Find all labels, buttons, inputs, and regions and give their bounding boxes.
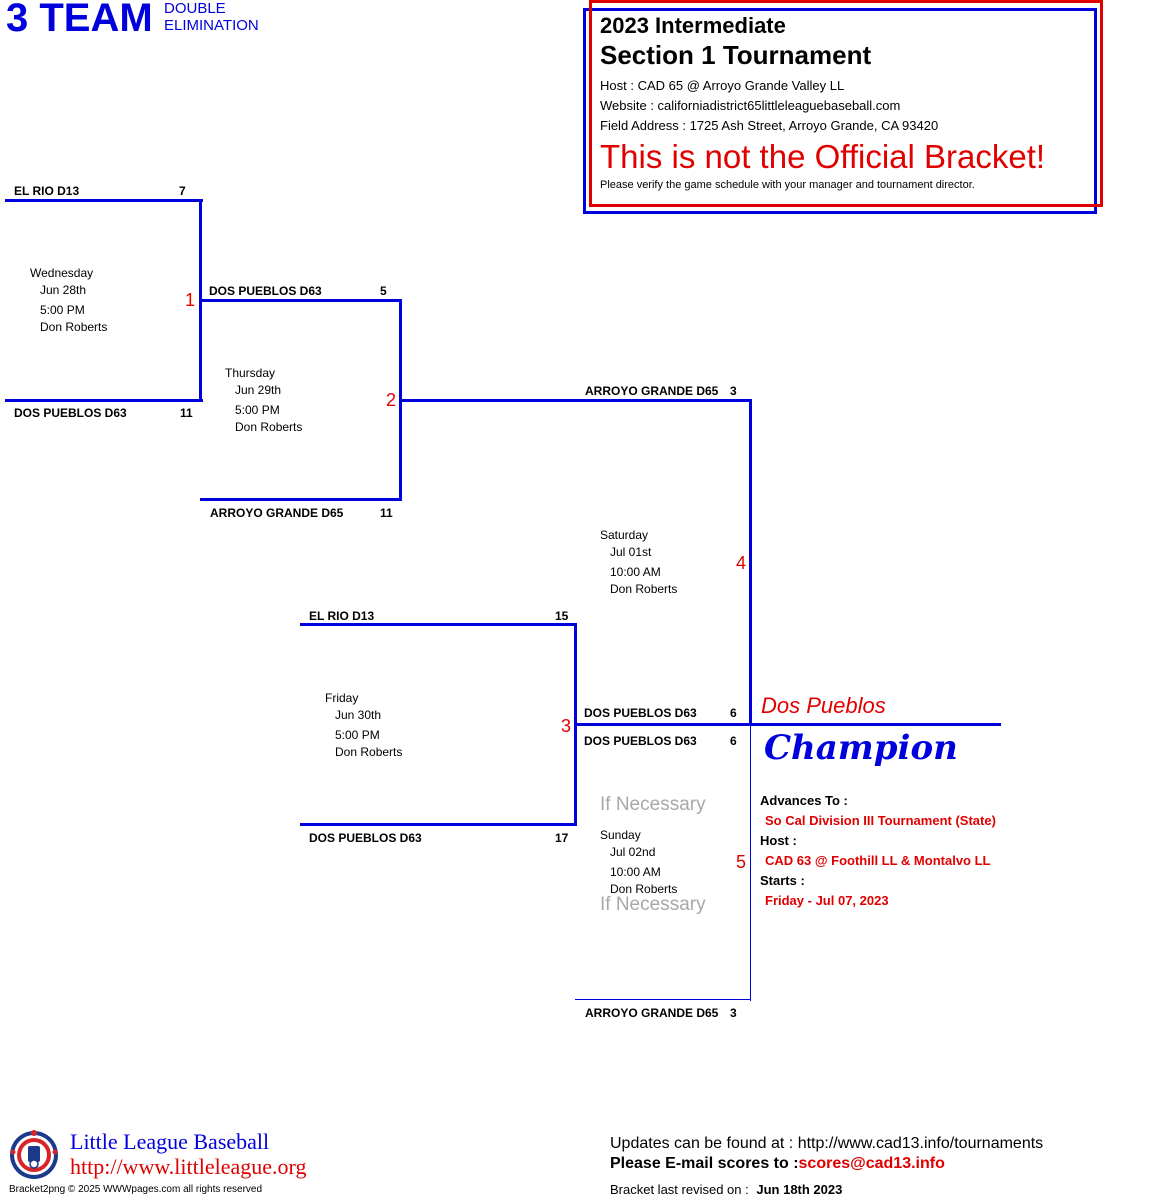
field-address: Field Address : 1725 Ash Street, Arroyo … [600, 118, 939, 133]
game3-bottom-score: 17 [555, 831, 569, 845]
game2-time: 5:00 PM [235, 403, 280, 417]
game2-number: 2 [386, 390, 397, 410]
advances-to-label: Advances To : [760, 793, 848, 808]
game1-time: 5:00 PM [40, 303, 85, 317]
email-line: Please E-mail scores to :scores@cad13.in… [610, 1155, 945, 1173]
info-box-red-border [589, 0, 1103, 207]
game1-field: Don Roberts [40, 320, 108, 334]
little-league-url[interactable]: http://www.littleleague.org [70, 1154, 307, 1179]
game5-bottom-team: ARROYO GRANDE D65 [585, 1006, 719, 1020]
bracket-type-line1: DOUBLE [164, 0, 226, 17]
game2-field: Don Roberts [235, 420, 303, 434]
game5-connector [750, 726, 751, 1001]
game4-field: Don Roberts [610, 582, 678, 596]
game3-bottom-line [300, 823, 577, 826]
game1-bottom-team: DOS PUEBLOS D63 [14, 406, 127, 420]
game2-top-team: DOS PUEBLOS D63 [209, 284, 322, 298]
game4-top-team: ARROYO GRANDE D65 [585, 384, 719, 398]
email-address[interactable]: scores@cad13.info [798, 1155, 945, 1172]
advances-host-label: Host : [760, 833, 797, 848]
info-box-blue-border [583, 8, 1097, 214]
game4-bottom-score: 6 [730, 706, 737, 720]
unofficial-warning: This is not the Official Bracket! [600, 138, 1046, 175]
game4-top-line [400, 399, 752, 402]
game1-top-team: EL RIO D13 [14, 184, 80, 198]
game4-number: 4 [736, 553, 747, 573]
game1-number: 1 [185, 290, 196, 310]
game5-day: Sunday [600, 828, 641, 842]
game4-bottom-team: DOS PUEBLOS D63 [584, 706, 697, 720]
tournament-year-division: 2023 Intermediate [600, 13, 786, 38]
game4-date: Jul 01st [610, 545, 652, 559]
game3-day: Friday [325, 691, 359, 705]
game5-top-team: DOS PUEBLOS D63 [584, 734, 697, 748]
email-prefix: Please E-mail scores to : [610, 1155, 799, 1172]
game3-top-score: 15 [555, 609, 569, 623]
game5-number: 5 [736, 852, 747, 872]
game1-top-line [5, 199, 203, 202]
game5-bottom-line [575, 999, 751, 1000]
advances-to-value: So Cal Division III Tournament (State) [765, 813, 996, 828]
bracket-size-title: 3 TEAM [6, 0, 153, 40]
game1-bottom-line [5, 399, 203, 402]
game3-date: Jun 30th [335, 708, 382, 722]
game3-number: 3 [561, 716, 572, 736]
advances-host-value: CAD 63 @ Foothill LL & Montalvo LL [765, 853, 991, 868]
game5-bottom-score: 3 [730, 1006, 737, 1020]
game5-top-score: 6 [730, 734, 737, 748]
game5-date: Jul 02nd [610, 845, 656, 859]
game4-day: Saturday [600, 528, 649, 542]
little-league-name: Little League Baseball [70, 1129, 270, 1154]
revised-line: Bracket last revised on : Jun 18th 2023 [610, 1182, 842, 1197]
game3-schedule: Friday Jun 30th 5:00 PM Don Roberts [325, 690, 402, 761]
game4-connector [749, 399, 752, 726]
game3-field: Don Roberts [335, 745, 403, 759]
website-info: Website : californiadistrict65littleleag… [600, 98, 901, 113]
game5-if-necessary-bottom: If Necessary [600, 894, 706, 915]
champion-team-name: Dos Pueblos [761, 693, 886, 718]
game2-schedule: Thursday Jun 29th 5:00 PM Don Roberts [225, 365, 302, 436]
game5-field: Don Roberts [610, 882, 678, 896]
game3-top-line [300, 623, 577, 626]
game4-bottom-line [575, 723, 752, 726]
game2-bottom-team: ARROYO GRANDE D65 [210, 506, 344, 520]
tournament-title: Section 1 Tournament [600, 40, 872, 70]
game4-schedule: Saturday Jul 01st 10:00 AM Don Roberts [600, 527, 677, 598]
advances-starts-label: Starts : [760, 873, 805, 888]
game3-bottom-team: DOS PUEBLOS D63 [309, 831, 422, 845]
little-league-logo [9, 1130, 59, 1180]
game1-top-score: 7 [179, 184, 186, 198]
game5-if-necessary-top: If Necessary [600, 794, 706, 815]
game2-top-score: 5 [380, 284, 387, 298]
revised-date: Jun 18th 2023 [756, 1182, 843, 1197]
advances-starts-value: Friday - Jul 07, 2023 [765, 893, 889, 908]
game1-day: Wednesday [30, 266, 94, 280]
game2-top-line [200, 299, 402, 302]
champion-label: Champion [764, 728, 958, 768]
game5-schedule: Sunday Jul 02nd 10:00 AM Don Roberts [600, 827, 677, 898]
game2-bottom-score: 11 [380, 506, 393, 520]
game3-top-team: EL RIO D13 [309, 609, 375, 623]
game1-schedule: Wednesday Jun 28th 5:00 PM Don Roberts [30, 265, 107, 336]
host-info: Host : CAD 65 @ Arroyo Grande Valley LL [600, 78, 845, 93]
game2-date: Jun 29th [235, 383, 282, 397]
revised-label: Bracket last revised on : [610, 1182, 749, 1197]
copyright-note: Bracket2png © 2025 WWWpages.com all righ… [9, 1184, 263, 1195]
game1-bottom-score: 11 [180, 406, 193, 420]
verify-note: Please verify the game schedule with you… [600, 179, 975, 191]
game2-day: Thursday [225, 366, 276, 380]
game3-time: 5:00 PM [335, 728, 380, 742]
game5-time: 10:00 AM [610, 865, 661, 879]
game1-date: Jun 28th [40, 283, 87, 297]
game4-time: 10:00 AM [610, 565, 661, 579]
game2-bottom-line [200, 498, 402, 501]
champion-line [750, 723, 1001, 726]
game4-top-score: 3 [730, 384, 737, 398]
bracket-type-line2: ELIMINATION [164, 17, 259, 34]
updates-info: Updates can be found at : http://www.cad… [610, 1135, 1044, 1152]
